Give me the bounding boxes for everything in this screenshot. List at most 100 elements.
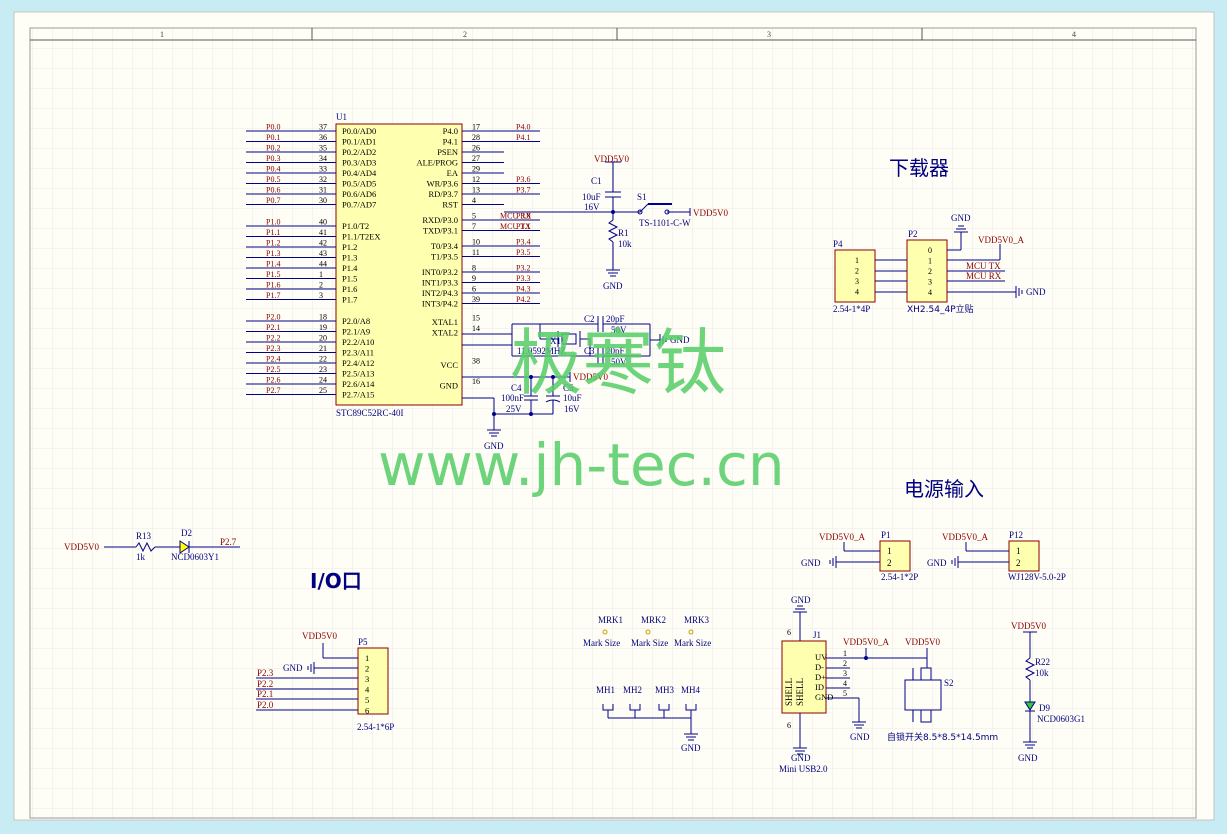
u1-pin-name: P0.7/AD7	[342, 200, 376, 210]
u1-pin-name: P1.0/T2	[342, 221, 369, 231]
u1-pin-name: P4.0	[443, 126, 458, 136]
u1-pin-number: 30	[319, 196, 327, 205]
u1-pin-number: 2	[319, 281, 323, 290]
u1-net-label: P2.0	[266, 313, 280, 322]
usb-gnd-mid: GND	[850, 732, 870, 742]
usb-pin-name: GND	[815, 692, 833, 702]
u1-net-label: P1.6	[266, 281, 280, 290]
x1-val: 11.0592MHZ	[517, 346, 566, 356]
u1-net-label: P1.7	[266, 291, 280, 300]
u1-pin-number: 15	[472, 314, 480, 323]
download-wires	[875, 225, 1023, 298]
u1-net-label: P2.1	[266, 323, 280, 332]
p1-connector[interactable]: 1 2	[879, 540, 911, 572]
u1-pin-number: 32	[319, 175, 327, 184]
zone-label-3: 3	[767, 30, 771, 39]
u1-net-label: P1.3	[266, 249, 280, 258]
u1-pin-name: INT0/P3.2	[422, 267, 458, 277]
u1-net-label: P1.0	[266, 218, 280, 227]
c3-ref: C3	[584, 346, 595, 356]
s2-ref: S2	[944, 678, 954, 688]
u1-pin-name: VCC	[441, 360, 459, 370]
r22-ref: R22	[1035, 657, 1050, 667]
led-vdd: VDD5V0	[64, 542, 99, 552]
p2-ref: P2	[908, 229, 918, 239]
p4-pin-number: 4	[855, 288, 859, 297]
p4-connector[interactable]: 1 23 4	[834, 249, 876, 303]
c2-ref: C2	[584, 314, 595, 324]
p5-wires	[256, 643, 358, 711]
p5-pin-number: 3	[365, 674, 369, 684]
c4-volt: 25V	[506, 404, 522, 414]
u1-net-label: P3.2	[516, 264, 530, 273]
mrk3-ref: MRK3	[684, 615, 710, 625]
dl-gnd2: GND	[1026, 287, 1046, 297]
p12-net: VDD5V0_A	[942, 532, 988, 542]
usb-pin-number: 5	[843, 689, 847, 698]
u1-pin-number: 34	[319, 154, 327, 163]
u1-net-label: P2.7	[266, 386, 280, 395]
p12-connector[interactable]: 1 2	[1008, 540, 1040, 572]
u1-net-alias: MCU TX	[500, 222, 531, 231]
p4-pin-number: 1	[855, 256, 859, 265]
u1-pin-name: XTAL1	[432, 317, 458, 327]
p5-pin-number: 6	[365, 706, 369, 716]
u1-pin-name: EA	[447, 168, 459, 178]
u1-pin-name: P1.6	[342, 284, 357, 294]
u1-pin-number: 8	[472, 264, 476, 273]
usb-pin-number: 2	[843, 659, 847, 668]
u1-pin-name: P1.5	[342, 274, 357, 284]
p12-part: WJ128V-5.0-2P	[1008, 572, 1066, 582]
u1-net-label: P0.2	[266, 144, 280, 153]
u1-net-label: P3.0	[516, 212, 530, 221]
p1-net: VDD5V0_A	[819, 532, 865, 542]
p4-pin-number: 3	[855, 277, 859, 286]
u1-pin-number: 27	[472, 154, 480, 163]
c3-val: 20pF	[606, 346, 625, 356]
p5-net-2: P2.2	[257, 679, 273, 689]
u1-pin-name: P4.1	[443, 137, 458, 147]
u1-net-label: P3.1	[516, 222, 530, 231]
p2-part: XH2.54_4P立贴	[907, 303, 974, 315]
mrk2-label: Mark Size	[631, 638, 668, 648]
u1-pin-name: ALE/PROG	[416, 158, 458, 168]
u1-net-label: P4.2	[516, 295, 530, 304]
u1-net-label: P1.2	[266, 239, 280, 248]
j1-ref: J1	[813, 630, 821, 640]
u1-net-label: P3.5	[516, 248, 530, 257]
u1-pin-name: P0.2/AD2	[342, 147, 376, 157]
u1-pin-name: P0.3/AD3	[342, 158, 376, 168]
u1-pin-number: 22	[319, 355, 327, 364]
usb-vdd: VDD5V0	[905, 637, 940, 647]
u1-pin-number: 20	[319, 334, 327, 343]
p12-wires	[951, 542, 1009, 568]
p5-gnd: GND	[283, 663, 303, 673]
u1-pin-name: XTAL2	[432, 328, 458, 338]
u1-pin-name: P0.4/AD4	[342, 168, 377, 178]
u1-pin-number: 36	[319, 133, 327, 142]
zone-label-4: 4	[1072, 30, 1076, 39]
p4-pin-number: 2	[855, 267, 859, 276]
s1-part: TS-1101-C-W	[639, 218, 691, 228]
c5-val: 10uF	[563, 393, 582, 403]
j1-part: Mini USB2.0	[779, 764, 828, 774]
u1-net-label: P1.1	[266, 228, 280, 237]
mrk1-ref: MRK1	[598, 615, 623, 625]
download-title: 下载器	[889, 156, 949, 180]
u1-pin-number: 29	[472, 165, 480, 174]
p5-pin-number: 4	[365, 685, 370, 695]
u1-pin-number: 7	[472, 222, 476, 231]
u1-pin-number: 19	[319, 323, 327, 332]
usb-shell-num-top: 6	[787, 628, 791, 637]
p5-vdd: VDD5V0	[302, 631, 337, 641]
p1-part: 2.54-1*2P	[881, 572, 918, 582]
c5-volt: 16V	[564, 404, 580, 414]
u1-pin-number: 41	[319, 228, 327, 237]
mrk1-label: Mark Size	[583, 638, 620, 648]
u1-pin-name: P1.7	[342, 295, 357, 305]
led-p27-circuit	[104, 540, 240, 554]
